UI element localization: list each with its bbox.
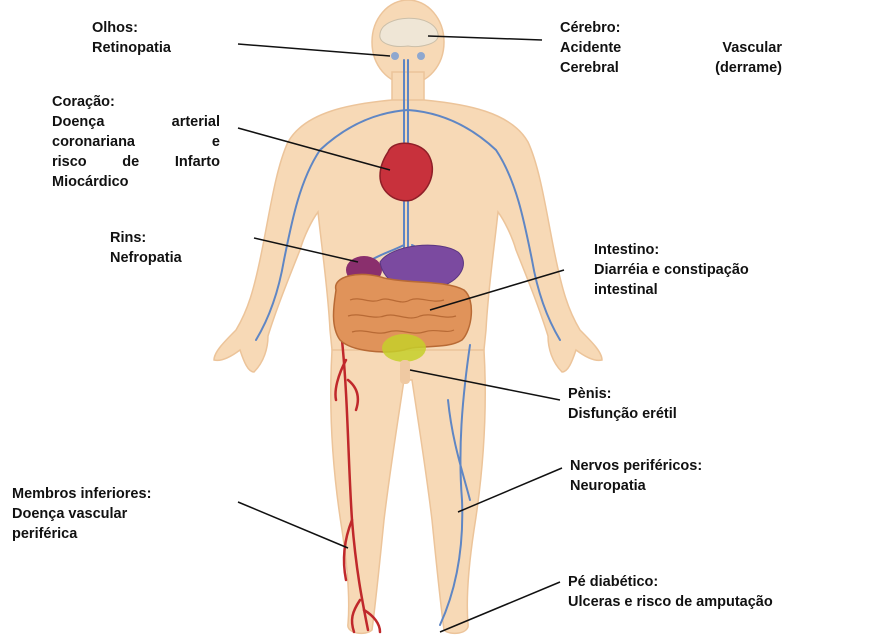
label-foot: Pé diabético: Ulceras e risco de amputaç… bbox=[568, 572, 773, 612]
label-heart-line-4: Miocárdico bbox=[52, 172, 220, 192]
label-penis: Pènis: Disfunção erétil bbox=[568, 384, 677, 424]
label-penis-title: Pènis: bbox=[568, 384, 677, 404]
label-foot-line-1: Ulceras e risco de amputação bbox=[568, 592, 773, 612]
label-eyes-title: Olhos: bbox=[92, 18, 171, 38]
label-nerves: Nervos periféricos: Neuropatia bbox=[570, 456, 702, 496]
label-intestine-line-2: intestinal bbox=[594, 280, 749, 300]
eye-left bbox=[391, 52, 399, 60]
label-heart-line-3: risco de Infarto bbox=[52, 152, 220, 172]
leader-brain bbox=[428, 36, 542, 40]
penis-organ bbox=[400, 360, 410, 384]
label-heart-title: Coração: bbox=[52, 92, 220, 112]
label-heart: Coração: Doença arterial coronariana e r… bbox=[52, 92, 220, 192]
label-heart-line-2: coronariana e bbox=[52, 132, 220, 152]
label-intestine-title: Intestino: bbox=[594, 240, 749, 260]
label-foot-title: Pé diabético: bbox=[568, 572, 773, 592]
label-brain-line-1: Acidente Vascular bbox=[560, 38, 782, 58]
eye-right bbox=[417, 52, 425, 60]
label-nerves-line-1: Neuropatia bbox=[570, 476, 702, 496]
bladder bbox=[382, 334, 426, 362]
label-heart-line-1: Doença arterial bbox=[52, 112, 220, 132]
label-brain: Cérebro: Acidente Vascular Cerebral (der… bbox=[560, 18, 782, 78]
leader-eyes bbox=[238, 44, 390, 56]
label-kidneys: Rins: Nefropatia bbox=[110, 228, 182, 268]
label-eyes: Olhos: Retinopatia bbox=[92, 18, 171, 58]
label-intestine: Intestino: Diarréia e constipação intest… bbox=[594, 240, 749, 300]
label-legs: Membros inferiores: Doença vascular peri… bbox=[12, 484, 151, 544]
brain bbox=[380, 18, 438, 46]
label-legs-title: Membros inferiores: bbox=[12, 484, 151, 504]
label-eyes-line-1: Retinopatia bbox=[92, 38, 171, 58]
leader-legs bbox=[238, 502, 348, 548]
label-legs-line-1: Doença vascular bbox=[12, 504, 151, 524]
label-kidneys-title: Rins: bbox=[110, 228, 182, 248]
label-legs-line-2: periférica bbox=[12, 524, 151, 544]
label-nerves-title: Nervos periféricos: bbox=[570, 456, 702, 476]
label-intestine-line-1: Diarréia e constipação bbox=[594, 260, 749, 280]
label-brain-title: Cérebro: bbox=[560, 18, 782, 38]
label-penis-line-1: Disfunção erétil bbox=[568, 404, 677, 424]
label-kidneys-line-1: Nefropatia bbox=[110, 248, 182, 268]
label-brain-line-2: Cerebral (derrame) bbox=[560, 58, 782, 78]
